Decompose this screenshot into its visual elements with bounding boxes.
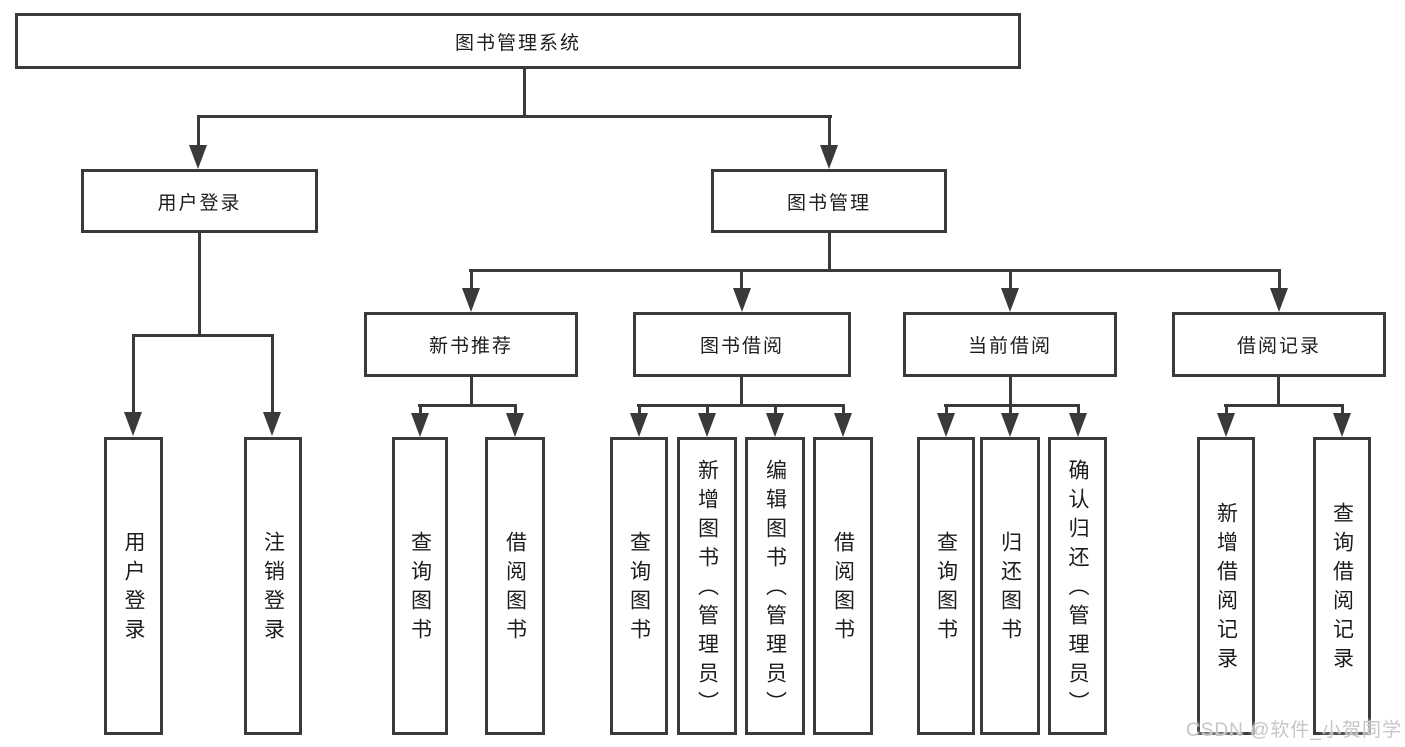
connector-g5-drop (1277, 375, 1280, 407)
arrow-down-icon (506, 413, 524, 437)
arrow-down-icon (630, 413, 648, 437)
arrow-down-icon (937, 413, 955, 437)
connector-user-login-stem-2 (271, 334, 274, 414)
arrow-down-icon (124, 412, 142, 436)
connector-l3-stem-4 (1278, 269, 1281, 291)
connector-user-login-drop (198, 231, 201, 337)
connector-g4-stem-2 (1009, 404, 1012, 415)
node-leaf-query-books-borrow: 查询图书 (610, 437, 668, 735)
node-book-borrow: 图书借阅 (633, 312, 851, 377)
arrow-down-icon (834, 413, 852, 437)
node-leaf-return-books: 归还图书 (980, 437, 1040, 735)
arrow-down-icon (733, 288, 751, 312)
node-book-management-label: 图书管理 (786, 192, 871, 214)
connector-user-login-bar (132, 334, 274, 337)
leaf-label: 归还图书 (998, 531, 1022, 647)
arrow-down-icon (411, 413, 429, 437)
node-leaf-confirm-return-admin: 确认归还（管理员） (1048, 437, 1107, 735)
arrow-down-icon (1333, 413, 1351, 437)
node-leaf-query-borrow-record: 查询借阅记录 (1313, 437, 1371, 735)
connector-book-mgmt-drop (828, 231, 831, 272)
node-leaf-borrow-books-recommend: 借阅图书 (485, 437, 545, 735)
arrow-down-icon (766, 413, 784, 437)
node-book-borrow-label: 图书借阅 (699, 336, 784, 357)
leaf-label: 注销登录 (261, 531, 285, 647)
connector-g2-drop (470, 375, 473, 407)
leaf-label: 新增借阅记录 (1214, 502, 1238, 676)
csdn-watermark: CSDN @软件_小贺同学 (1186, 720, 1402, 741)
node-new-book-recommend: 新书推荐 (364, 312, 578, 377)
arrow-down-icon (1270, 288, 1288, 312)
node-leaf-add-books-admin: 新增图书（管理员） (677, 437, 737, 735)
connector-g5-stem-1 (1225, 404, 1228, 415)
node-book-management: 图书管理 (711, 169, 947, 233)
connector-g3-drop (740, 375, 743, 407)
connector-l3-stem-1 (470, 269, 473, 291)
leaf-label: 查询图书 (934, 531, 958, 647)
connector-g4-stem-3 (1077, 404, 1080, 415)
connector-g3-stem-4 (842, 404, 845, 415)
connector-l2-bar (197, 115, 832, 118)
leaf-label: 新增图书（管理员） (695, 458, 719, 720)
connector-g5-bar (1224, 404, 1343, 407)
connector-l2-stem-right (828, 115, 831, 147)
connector-g3-stem-1 (638, 404, 641, 415)
connector-g5-stem-2 (1341, 404, 1344, 415)
node-borrow-records-label: 借阅记录 (1236, 336, 1321, 357)
connector-g3-bar (637, 404, 845, 407)
connector-g4-drop (1009, 375, 1012, 407)
connector-g2-bar (418, 404, 517, 407)
leaf-label: 查询图书 (408, 531, 432, 647)
node-root-system: 图书管理系统 (15, 13, 1021, 69)
node-user-login: 用户登录 (81, 169, 318, 233)
node-leaf-add-borrow-record: 新增借阅记录 (1197, 437, 1255, 735)
node-borrow-records: 借阅记录 (1172, 312, 1386, 377)
leaf-label: 查询借阅记录 (1330, 502, 1354, 676)
arrow-down-icon (820, 145, 838, 169)
leaf-label: 查询图书 (627, 531, 651, 647)
arrow-down-icon (462, 288, 480, 312)
node-leaf-borrow-books: 借阅图书 (813, 437, 873, 735)
node-user-login-label: 用户登录 (157, 192, 242, 214)
node-leaf-edit-books-admin: 编辑图书（管理员） (745, 437, 805, 735)
connector-l3-stem-3 (1009, 269, 1012, 291)
leaf-label: 确认归还（管理员） (1066, 458, 1089, 720)
arrow-down-icon (1001, 413, 1019, 437)
leaf-label: 借阅图书 (831, 531, 855, 647)
node-leaf-query-books-current: 查询图书 (917, 437, 975, 735)
node-new-book-recommend-label: 新书推荐 (428, 336, 513, 357)
leaf-label: 编辑图书（管理员） (763, 458, 787, 720)
node-leaf-query-books-recommend: 查询图书 (392, 437, 448, 735)
connector-g3-stem-3 (774, 404, 777, 415)
node-leaf-user-login: 用户登录 (104, 437, 163, 735)
node-leaf-logout: 注销登录 (244, 437, 302, 735)
leaf-label: 借阅图书 (503, 531, 527, 647)
connector-g3-stem-2 (706, 404, 709, 415)
connector-root-drop (523, 68, 526, 118)
arrow-down-icon (263, 412, 281, 436)
connector-l2-stem-left (197, 115, 200, 147)
arrow-down-icon (698, 413, 716, 437)
node-root-label: 图书管理系统 (454, 32, 581, 54)
leaf-label: 用户登录 (122, 531, 145, 647)
connector-g2-stem-2 (514, 404, 517, 415)
connector-l3-bar (469, 269, 1280, 272)
connector-l3-stem-2 (740, 269, 743, 291)
arrow-down-icon (1217, 413, 1235, 437)
arrow-down-icon (189, 145, 207, 169)
arrow-down-icon (1069, 413, 1087, 437)
node-current-borrow: 当前借阅 (903, 312, 1117, 377)
connector-g2-stem-1 (419, 404, 422, 415)
arrow-down-icon (1001, 288, 1019, 312)
connector-g4-stem-1 (945, 404, 948, 415)
connector-user-login-stem-1 (132, 334, 135, 414)
node-current-borrow-label: 当前借阅 (967, 336, 1052, 357)
